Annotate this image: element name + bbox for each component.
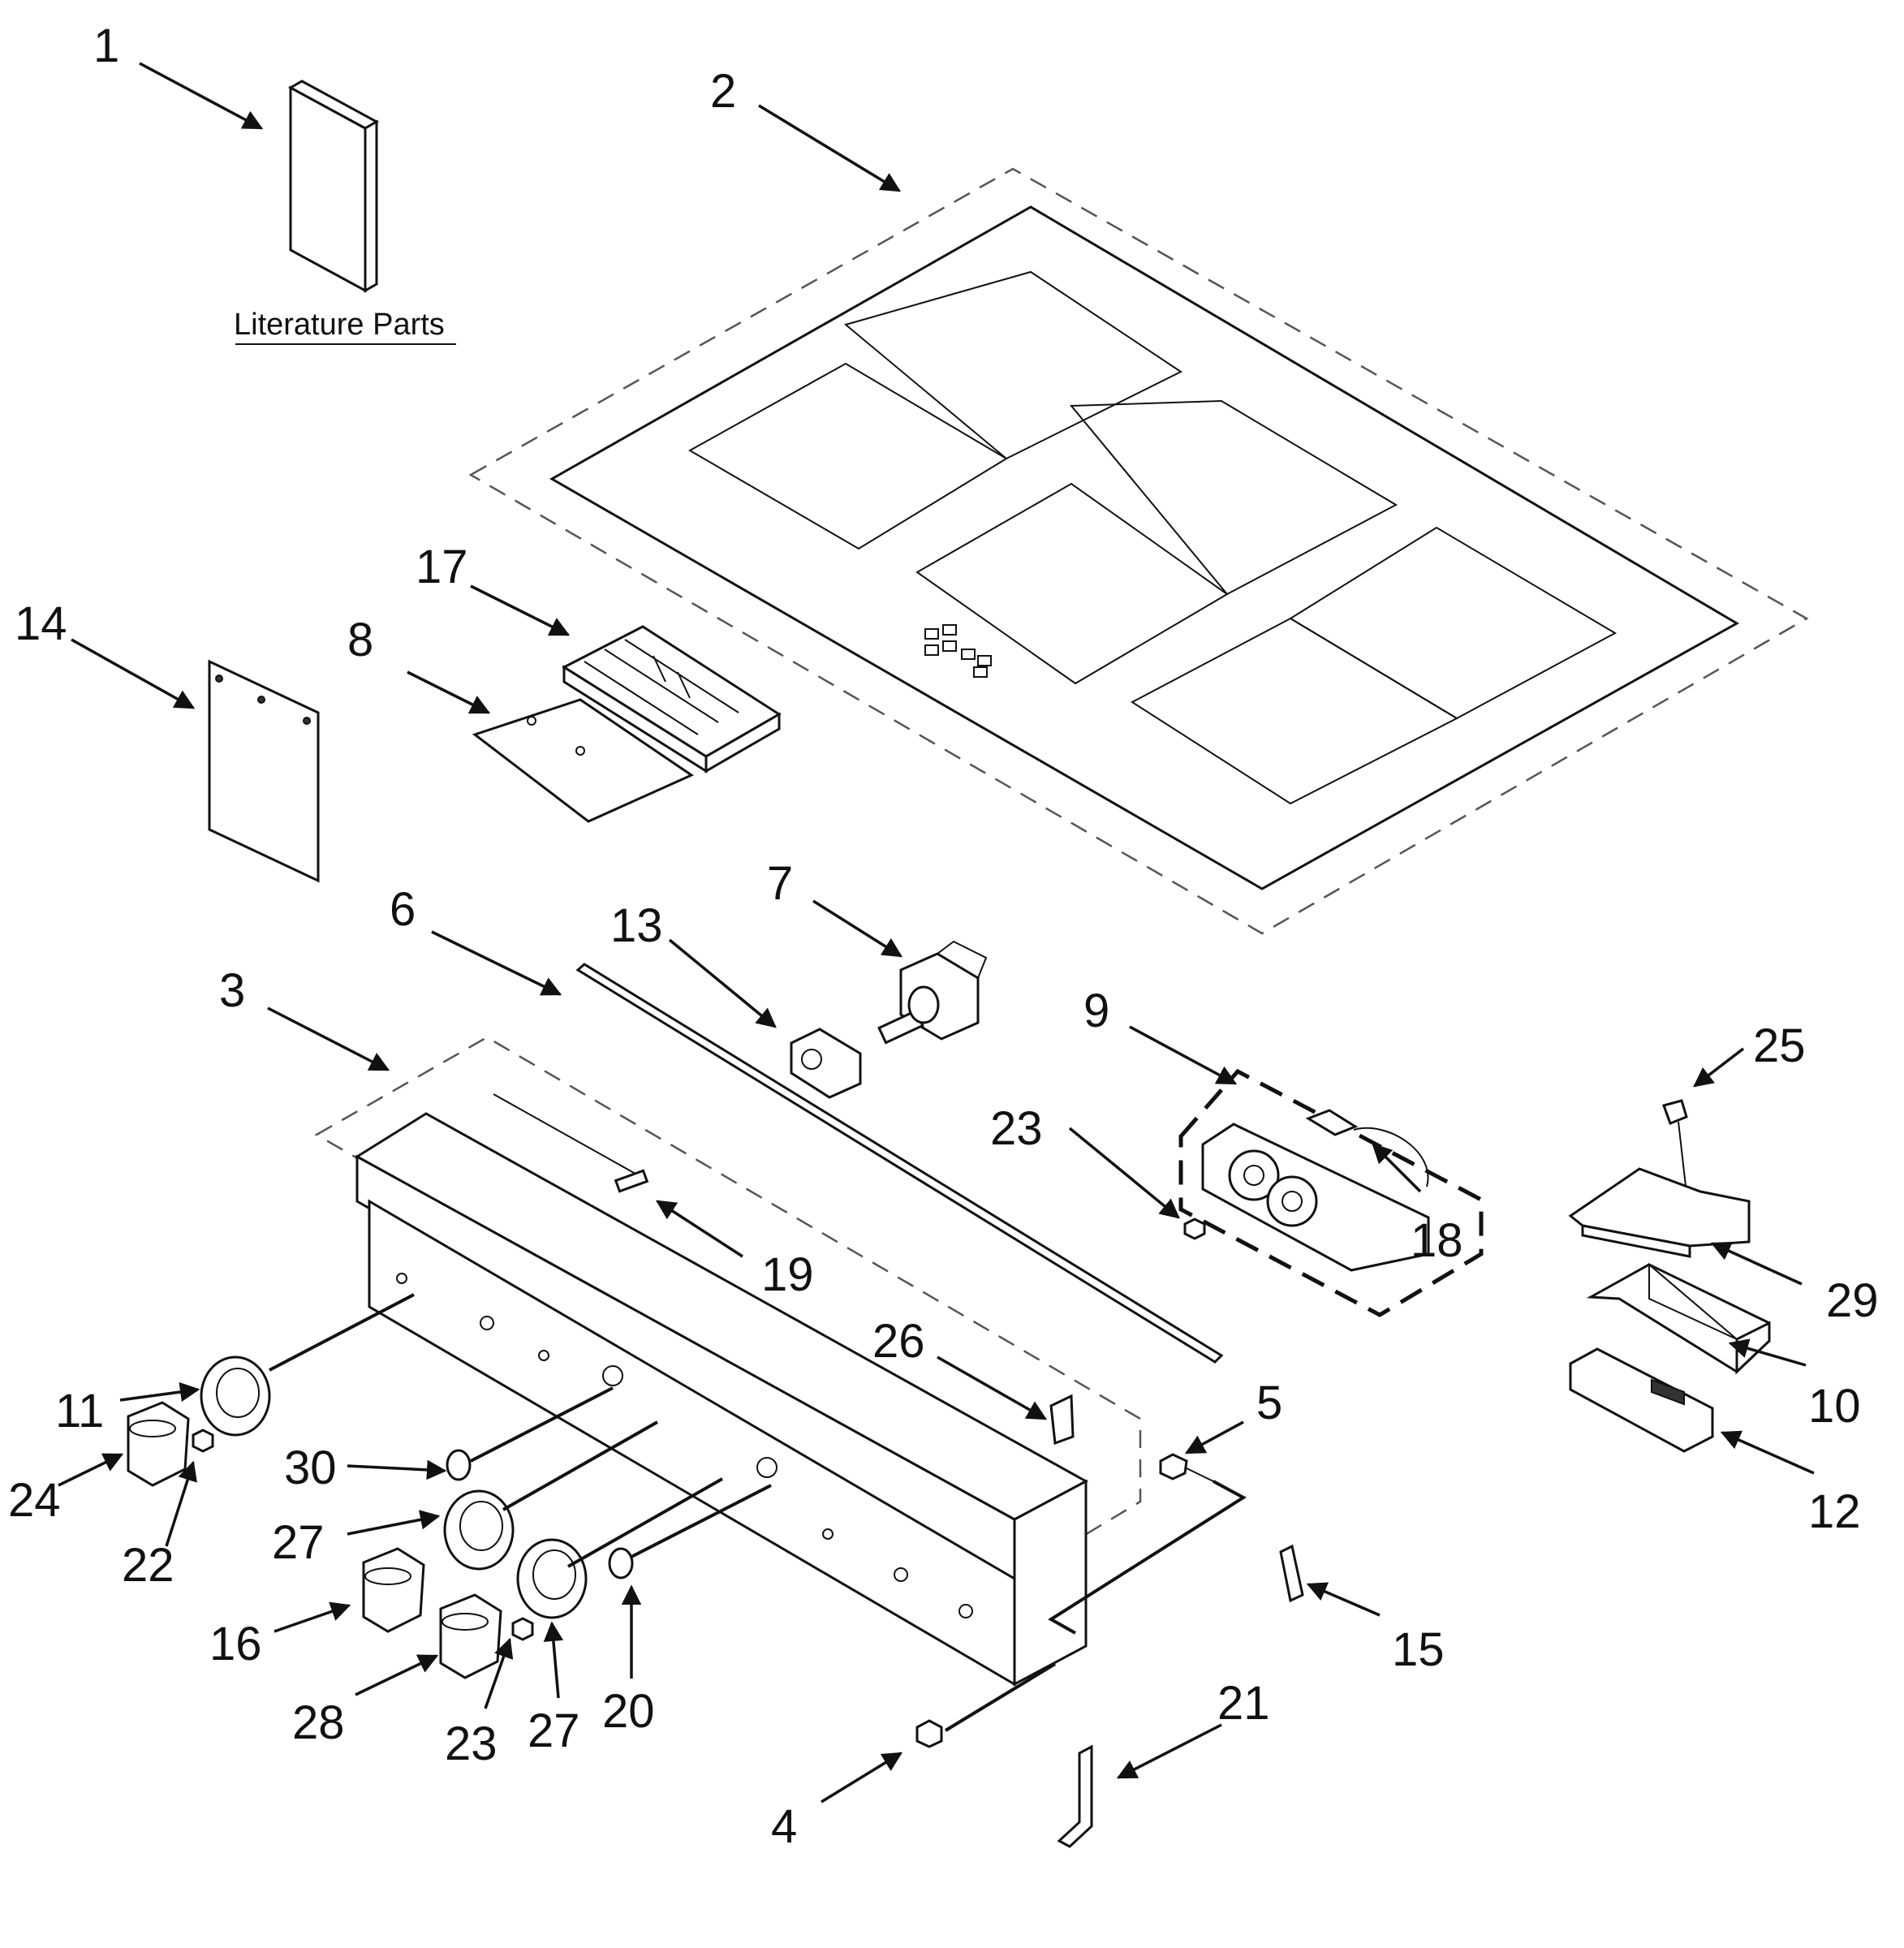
callout-17: 17 [416, 541, 468, 593]
small-clip [1279, 1544, 1304, 1603]
callout-19: 19 [761, 1248, 814, 1301]
connector [493, 1093, 649, 1193]
thermistor [1305, 1109, 1429, 1187]
clip [1049, 1394, 1075, 1446]
callout-24: 24 [8, 1474, 61, 1527]
power-module [1569, 1347, 1714, 1453]
small-switch [790, 1028, 862, 1099]
screw-23-lower [511, 1617, 534, 1641]
bezel-30 [446, 1449, 472, 1481]
touch-controls [924, 624, 992, 678]
callout-labels: 1 2 3 4 5 6 7 8 9 10 11 12 13 14 15 16 1… [8, 19, 1879, 1853]
knob-ring-27-upper [443, 1489, 515, 1571]
callout-27-lower: 27 [528, 1704, 580, 1757]
callout-10: 10 [1808, 1380, 1861, 1433]
callout-7: 7 [767, 857, 793, 910]
knob-28 [439, 1593, 502, 1679]
callout-21: 21 [1217, 1677, 1270, 1730]
callout-23-module: 23 [990, 1102, 1043, 1155]
callout-8: 8 [347, 614, 373, 666]
knob-24 [127, 1401, 190, 1487]
callout-2: 2 [710, 65, 736, 118]
callout-16: 16 [209, 1618, 262, 1670]
bezel-20 [608, 1547, 634, 1580]
callout-13: 13 [610, 899, 663, 952]
electronic-control-module [1178, 1068, 1484, 1317]
callout-5: 5 [1256, 1377, 1282, 1429]
screw-23-module [1183, 1218, 1206, 1240]
callout-4: 4 [771, 1800, 797, 1853]
switch [877, 940, 988, 1045]
callout-23-lower: 23 [445, 1717, 498, 1770]
trim-strip [575, 963, 1224, 1364]
callout-28: 28 [292, 1696, 345, 1749]
shield-plate [472, 698, 695, 823]
assembly-leaders [269, 1293, 1247, 1732]
callout-6: 6 [390, 883, 416, 936]
cooktop-glass [468, 167, 1809, 935]
screw-22 [192, 1429, 214, 1453]
enclosure [1586, 1262, 1771, 1375]
callout-20: 20 [602, 1685, 655, 1738]
literature-booklet [287, 80, 380, 293]
knob-ring-11 [200, 1355, 271, 1437]
control-panel [314, 1036, 1142, 1687]
callout-18: 18 [1411, 1214, 1463, 1267]
back-panel [208, 659, 320, 883]
callout-15: 15 [1392, 1623, 1445, 1676]
callout-3: 3 [219, 964, 245, 1017]
screw-4 [915, 1719, 943, 1748]
callout-27-upper: 27 [272, 1516, 325, 1569]
callout-14: 14 [15, 597, 67, 650]
callout-12: 12 [1808, 1485, 1861, 1538]
callout-26: 26 [872, 1315, 925, 1368]
screw-5 [1159, 1453, 1214, 1482]
callout-11: 11 [55, 1385, 104, 1437]
callout-22: 22 [122, 1539, 174, 1592]
callout-9: 9 [1083, 985, 1109, 1037]
side-bracket [1057, 1744, 1093, 1848]
mounting-bracket [1568, 1167, 1751, 1258]
control-board [561, 625, 782, 774]
callout-1: 1 [93, 19, 119, 72]
callout-30: 30 [284, 1442, 337, 1494]
literature-parts-label: Literature Parts [234, 308, 445, 342]
callout-25: 25 [1753, 1019, 1806, 1072]
knob-ring-27-lower [516, 1538, 588, 1619]
callout-29: 29 [1826, 1274, 1879, 1327]
callout-arrows [58, 62, 1815, 1804]
bracket-screw [1662, 1099, 1688, 1194]
knob-16 [362, 1547, 425, 1633]
